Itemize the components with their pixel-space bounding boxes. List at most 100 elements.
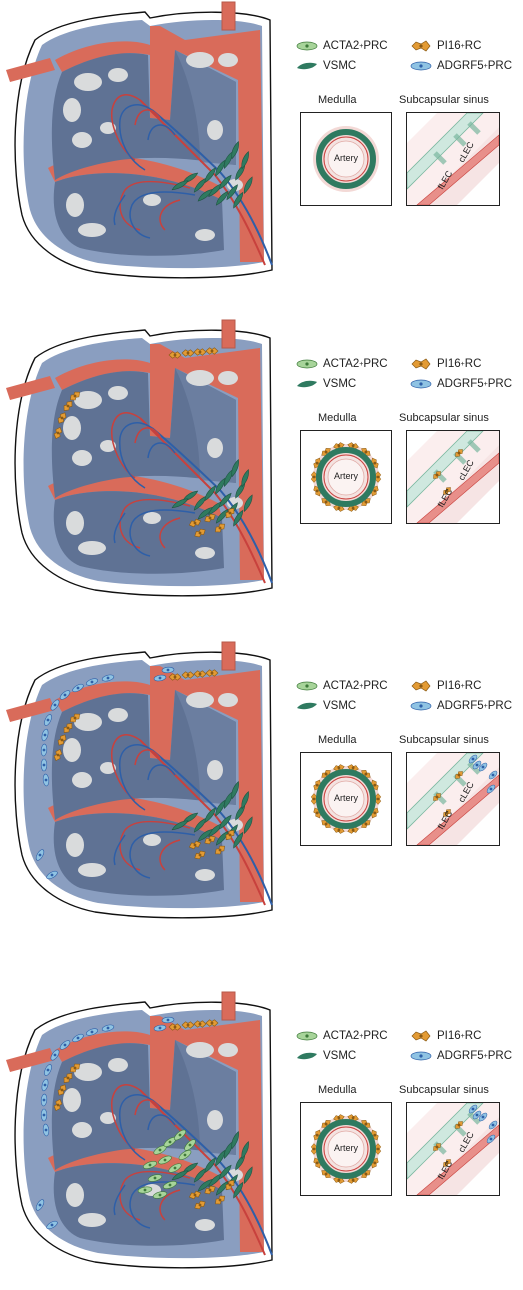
stage-panel-2: ACTA2+PRC VSMC PI16+RC ADGRF5+PRC Medull… bbox=[0, 318, 523, 618]
cell bbox=[231, 781, 239, 800]
cell-nucleus bbox=[106, 676, 110, 680]
cell bbox=[215, 799, 226, 817]
cell-nucleus bbox=[312, 797, 316, 801]
cell bbox=[197, 189, 213, 202]
cell-nucleus bbox=[373, 811, 377, 815]
cell-nucleus bbox=[210, 349, 214, 353]
pi16-rc-icon bbox=[411, 680, 431, 692]
cell-nucleus bbox=[315, 1161, 319, 1165]
cell-nucleus bbox=[42, 1098, 46, 1102]
cell-nucleus bbox=[186, 673, 190, 677]
lymph-node-diagram bbox=[6, 1, 273, 279]
cell bbox=[215, 190, 229, 206]
cell-nucleus bbox=[376, 1147, 380, 1151]
cell-nucleus bbox=[42, 763, 46, 767]
legend-vsmc: VSMC bbox=[296, 700, 356, 712]
cell bbox=[243, 176, 253, 195]
legend-adgrf5-prc: ADGRF5+PRC bbox=[410, 700, 512, 712]
cell-nucleus bbox=[44, 778, 48, 782]
adgrf5-prc-icon bbox=[410, 701, 432, 711]
lymph-node-diagram bbox=[6, 641, 273, 919]
acta2-prc-icon bbox=[296, 359, 318, 369]
vsmc-icon bbox=[297, 1052, 317, 1060]
cell-nucleus bbox=[53, 1053, 57, 1057]
adgrf5-prc-icon bbox=[410, 1051, 432, 1061]
cell-nucleus bbox=[90, 680, 94, 684]
cell-nucleus bbox=[373, 783, 377, 787]
artery-cross-section bbox=[310, 764, 382, 834]
legend-vsmc-label: VSMC bbox=[323, 60, 357, 72]
cell-nucleus bbox=[158, 1193, 162, 1197]
acta2-prc-icon bbox=[296, 41, 318, 51]
legend-adgrf5-sup: + bbox=[483, 702, 488, 710]
cell-nucleus bbox=[312, 475, 316, 479]
legend-pi16-label: PI16 bbox=[437, 358, 461, 370]
adgrf5-sinus-cells bbox=[468, 1104, 498, 1144]
cell-nucleus bbox=[376, 797, 380, 801]
cell bbox=[215, 830, 229, 846]
cell-nucleus bbox=[90, 1030, 94, 1034]
legend-vsmc: VSMC bbox=[296, 1050, 356, 1062]
legend-pi16-rc: PI16+RC bbox=[410, 1030, 481, 1042]
cell-nucleus bbox=[364, 450, 368, 454]
trabecula-lower bbox=[48, 1146, 222, 1190]
cell-nucleus bbox=[489, 787, 493, 791]
cell-nucleus bbox=[315, 489, 319, 493]
cell-nucleus bbox=[66, 404, 70, 408]
cell-nucleus bbox=[491, 1123, 495, 1127]
cell bbox=[215, 477, 226, 495]
cell-nucleus bbox=[324, 500, 328, 504]
legend-adgrf5-suffix: PRC bbox=[487, 60, 513, 72]
legend-adgrf5-prc: ADGRF5+PRC bbox=[410, 1050, 512, 1062]
artery-cross-section bbox=[313, 126, 379, 192]
sinus-illustration bbox=[406, 752, 500, 846]
cell-nucleus bbox=[43, 733, 47, 737]
medulla-inset: Artery bbox=[300, 112, 392, 206]
cell-nucleus bbox=[166, 668, 170, 672]
cell-nucleus bbox=[42, 748, 46, 752]
vsmc-icon bbox=[297, 62, 317, 70]
cell-nucleus bbox=[475, 763, 479, 767]
cell-nucleus bbox=[228, 511, 232, 515]
cell-nucleus bbox=[481, 1115, 485, 1119]
sinus-inset: cLEC fLEC bbox=[406, 112, 500, 206]
follicles bbox=[63, 52, 243, 241]
legend-vsmc-label: VSMC bbox=[323, 700, 357, 712]
vsmc-cells bbox=[171, 1131, 253, 1199]
artery-cross-section bbox=[310, 1114, 382, 1184]
cell-nucleus bbox=[457, 1123, 461, 1127]
afferent-vessel bbox=[221, 1, 236, 31]
pi16-rc-ring bbox=[310, 764, 382, 834]
cell-nucleus bbox=[208, 516, 212, 520]
cell-nucleus bbox=[66, 1076, 70, 1080]
follicles bbox=[63, 370, 243, 559]
cell-nucleus bbox=[228, 1183, 232, 1187]
cell bbox=[215, 1149, 226, 1167]
pi16-rc-icon bbox=[411, 40, 431, 52]
cell-nucleus bbox=[364, 772, 368, 776]
sinus-title: Subcapsular sinus bbox=[399, 1084, 489, 1096]
legend-acta2-sup: + bbox=[359, 682, 364, 690]
cell-nucleus bbox=[312, 1147, 316, 1151]
cell-nucleus bbox=[373, 461, 377, 465]
cell-nucleus bbox=[315, 811, 319, 815]
cell-nucleus bbox=[208, 1188, 212, 1192]
cell bbox=[197, 829, 213, 842]
cell-nucleus bbox=[46, 718, 50, 722]
cell-nucleus bbox=[445, 489, 449, 493]
legend-acta2-sup: + bbox=[359, 42, 364, 50]
pi16-sinus-cells bbox=[433, 449, 463, 495]
cell bbox=[231, 1131, 239, 1150]
cell-nucleus bbox=[56, 1103, 60, 1107]
pi16-rc-capsule-cells bbox=[53, 1019, 235, 1210]
cell bbox=[197, 507, 213, 520]
artery-cross-section bbox=[310, 442, 382, 512]
artery-label: Artery bbox=[333, 793, 358, 803]
legend-adgrf5-label: ADGRF5 bbox=[437, 60, 484, 72]
legend-acta2-suffix: PRC bbox=[363, 680, 388, 692]
cell-nucleus bbox=[198, 531, 202, 535]
cell-nucleus bbox=[198, 1203, 202, 1207]
cell-nucleus bbox=[193, 843, 197, 847]
legend-acta2-sup: + bbox=[359, 360, 364, 368]
adgrf5-prc-capsule-cells bbox=[35, 666, 175, 880]
